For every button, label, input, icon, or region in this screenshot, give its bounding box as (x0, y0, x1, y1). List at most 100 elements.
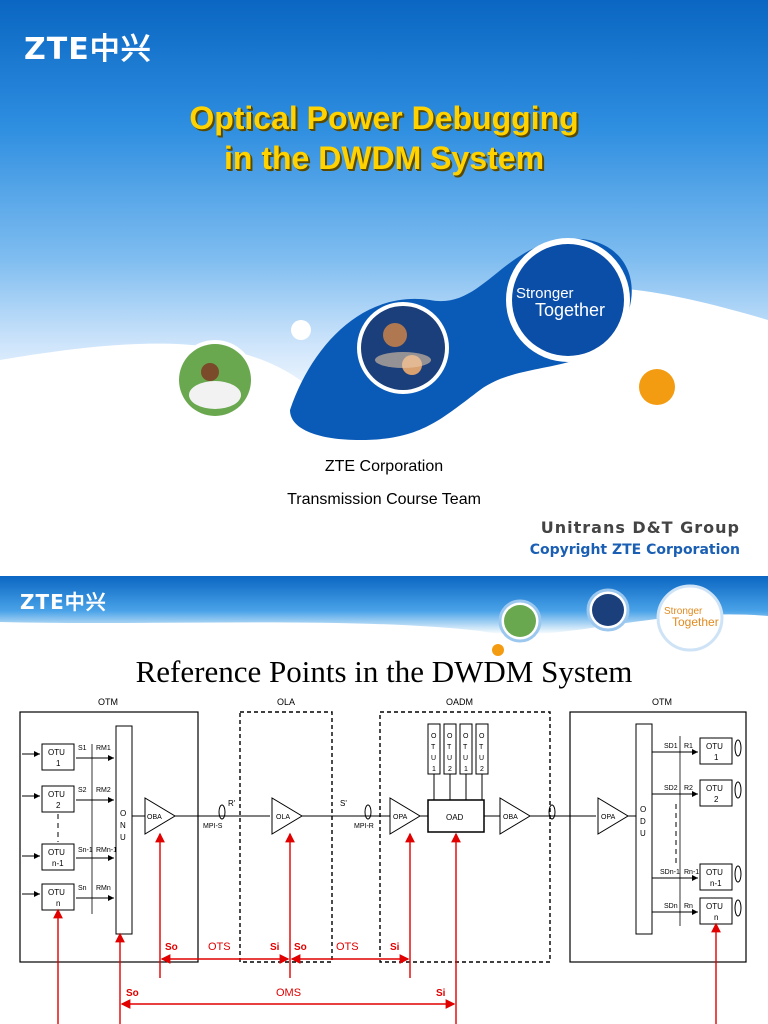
svg-text:2: 2 (714, 795, 719, 804)
presentation-title: Optical Power Debugging in the DWDM Syst… (0, 98, 768, 178)
svg-text:OTU: OTU (48, 790, 65, 799)
svg-text:n: n (714, 913, 718, 922)
svg-text:O: O (431, 733, 437, 740)
title-slide: ZTE中兴 Stronger Together Optical Power De… (0, 0, 768, 576)
si-label-1: Si (270, 942, 280, 953)
ola-box (240, 712, 332, 962)
svg-text:OTU: OTU (706, 784, 723, 793)
rn-1-label: Rn-1 (684, 869, 699, 876)
svg-text:n-1: n-1 (52, 859, 64, 868)
rm1-label: RM1 (96, 745, 111, 752)
svg-text:OBA: OBA (147, 814, 162, 821)
onu-label-o: O (120, 809, 126, 818)
svg-text:OAD: OAD (446, 813, 464, 822)
odu-label-u: U (640, 829, 646, 838)
svg-text:OTU: OTU (706, 902, 723, 911)
svg-text:OTU: OTU (706, 868, 723, 877)
sn-label: Sn (78, 885, 87, 892)
svg-text:n-1: n-1 (710, 879, 722, 888)
svg-text:OPA: OPA (393, 814, 408, 821)
mpi-r-label: MPI-R (354, 823, 374, 830)
svg-text:1: 1 (56, 759, 61, 768)
sdn-label: SDn (664, 903, 678, 910)
svg-text:2: 2 (448, 766, 452, 773)
svg-text:U: U (479, 755, 484, 762)
content-slide: Stronger Together ZTE中兴 Reference Points… (0, 576, 768, 1024)
svg-text:U: U (463, 755, 468, 762)
title-line-1: Optical Power Debugging (0, 98, 768, 138)
r2-label: R2 (684, 785, 693, 792)
so-label-2: So (294, 942, 307, 953)
onu-block (116, 726, 132, 934)
otu-right-n: OTU n (700, 898, 732, 924)
company-name: ZTE Corporation (0, 458, 768, 476)
rmn-1-label: RMn-1 (96, 847, 117, 854)
oms-label: OMS (276, 987, 301, 999)
reference-lines (58, 834, 716, 1024)
otu-right-1: OTU 1 (700, 738, 732, 764)
otu-left-1: OTU 1 (42, 744, 74, 770)
header-banner: Stronger Together (0, 576, 768, 656)
svg-text:1: 1 (464, 766, 468, 773)
group-name: Unitrans D&T Group (541, 518, 740, 537)
svg-text:T: T (463, 744, 468, 751)
zte-logo-small: ZTE中兴 (20, 586, 107, 615)
svg-text:O: O (479, 733, 485, 740)
decorative-swoosh: Stronger Together (0, 0, 768, 576)
r1-label: R1 (684, 743, 693, 750)
svg-text:1: 1 (714, 753, 719, 762)
svg-text:T: T (431, 744, 436, 751)
ots-label-1: OTS (208, 941, 231, 953)
section-label-oadm: OADM (446, 697, 473, 707)
svg-text:OTU: OTU (48, 748, 65, 757)
si-label-3: Si (436, 988, 446, 999)
sd2-label: SD2 (664, 785, 678, 792)
svg-text:U: U (447, 755, 452, 762)
dwdm-diagram: OTM OLA OADM OTM OTU 1 OTU 2 OTU n-1 OTU… (0, 688, 768, 1024)
sn-1-label: Sn-1 (78, 847, 93, 854)
svg-text:T: T (447, 744, 452, 751)
rn-label: Rn (684, 903, 693, 910)
s2-label: S2 (78, 787, 87, 794)
otu-right-2: OTU 2 (700, 780, 732, 806)
svg-text:OBA: OBA (503, 814, 518, 821)
svg-text:2: 2 (56, 801, 61, 810)
otu-left-2: OTU 2 (42, 786, 74, 812)
otu-left-n: OTU n (42, 884, 74, 910)
svg-text:1: 1 (432, 766, 436, 773)
r-prime-label: R' (228, 799, 236, 808)
team-name: Transmission Course Team (0, 491, 768, 509)
si-label-2: Si (390, 942, 400, 953)
otu-left-n-1: OTU n-1 (42, 844, 74, 870)
s-prime-label: S' (340, 799, 347, 808)
so-label-3: So (126, 988, 139, 999)
section-label-ola: OLA (277, 697, 295, 707)
svg-text:O: O (447, 733, 453, 740)
svg-text:OTU: OTU (48, 888, 65, 897)
svg-text:OTU: OTU (706, 742, 723, 751)
title-line-2: in the DWDM System (0, 138, 768, 178)
orange-bubble (639, 369, 675, 405)
section-label-otm-left: OTM (98, 697, 118, 707)
mpi-s-label: MPI-S (203, 823, 223, 830)
otu-right-n-1: OTU n-1 (700, 864, 732, 890)
white-bubble-small (291, 320, 311, 340)
svg-text:OLA: OLA (276, 814, 290, 821)
svg-text:OPA: OPA (601, 814, 616, 821)
svg-text:OTU: OTU (48, 848, 65, 857)
onu-label-u: U (120, 833, 126, 842)
odu-label-o: O (640, 805, 646, 814)
svg-text:2: 2 (480, 766, 484, 773)
slide-title: Reference Points in the DWDM System (0, 654, 768, 690)
svg-text:n: n (56, 899, 60, 908)
header-badge-text-2: Together (672, 615, 719, 629)
svg-text:T: T (479, 744, 484, 751)
sdn-1-label: SDn-1 (660, 869, 680, 876)
sd1-label: SD1 (664, 743, 678, 750)
svg-text:O: O (463, 733, 469, 740)
svg-text:U: U (431, 755, 436, 762)
badge-text-2: Together (535, 300, 605, 320)
s1-label: S1 (78, 745, 87, 752)
rm2-label: RM2 (96, 787, 111, 794)
